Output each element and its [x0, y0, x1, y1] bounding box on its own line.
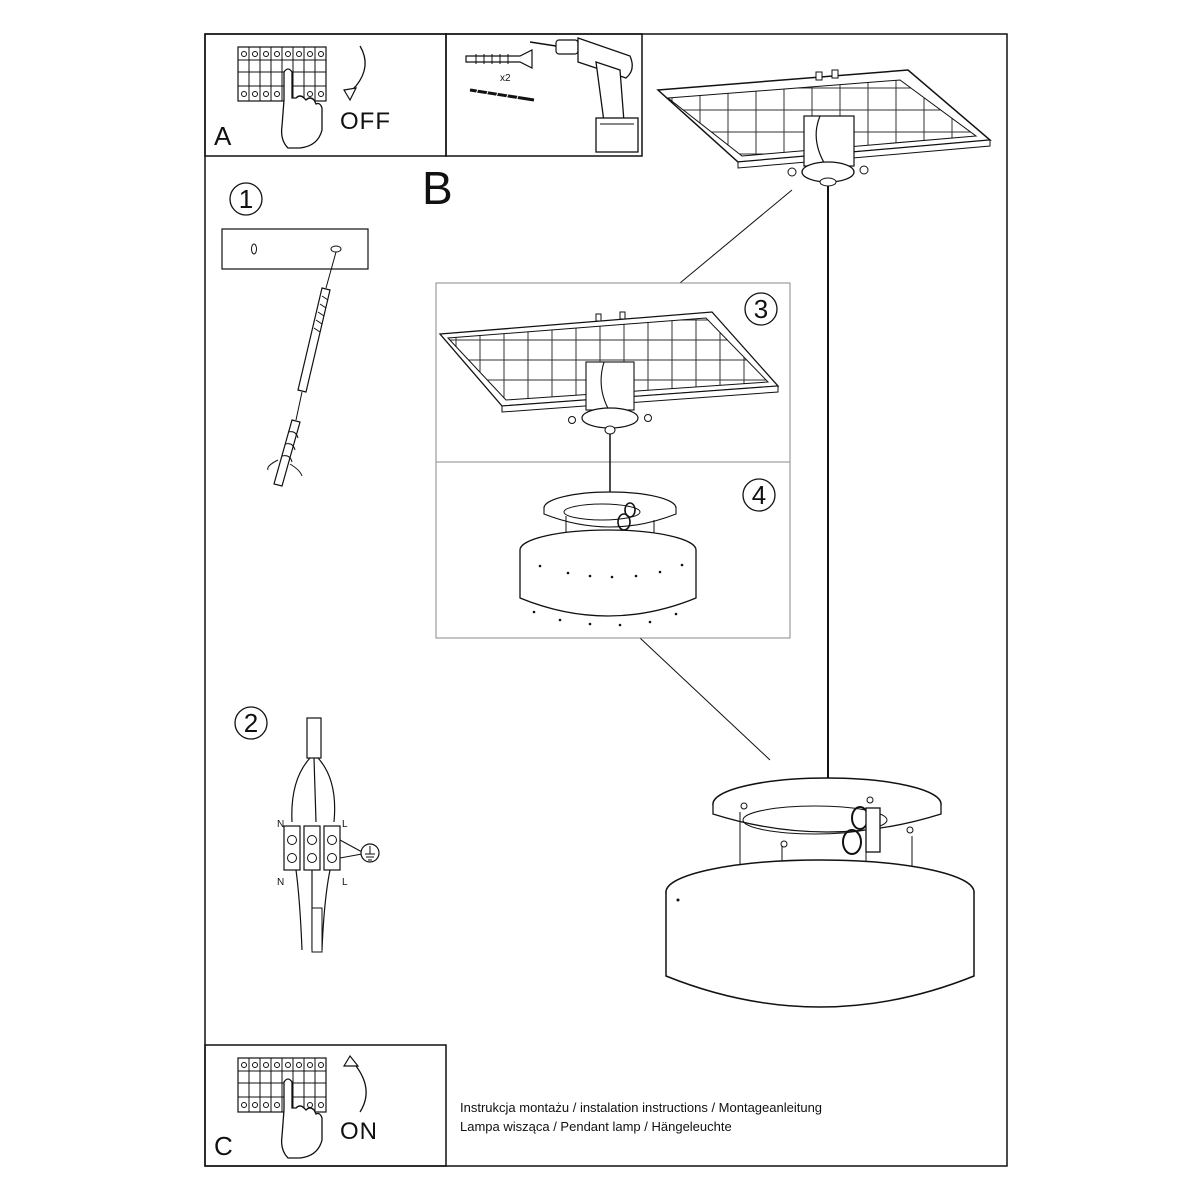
wire-neutral-bottom-label: N [277, 877, 285, 888]
panel-c-letter: C [214, 1131, 233, 1161]
step-1-circle [229, 182, 263, 216]
tools-quantity-label: x2 [500, 73, 511, 84]
panel-a [204, 33, 447, 157]
wire-live-top-label: L [342, 819, 348, 830]
screw-icon [469, 88, 535, 102]
section-b-letter: B [422, 162, 453, 214]
drill-icon [529, 37, 639, 153]
panel-a-letter: A [214, 121, 232, 151]
step-2-circle [234, 706, 268, 740]
callout-line-bottom [639, 637, 771, 761]
detail-inset [435, 282, 791, 639]
step-1-illustration [221, 228, 369, 487]
footer-title-line-1: Instrukcja montażu / instalation instruc… [460, 1100, 823, 1115]
ground-symbol-icon [360, 843, 380, 863]
step-2-illustration [283, 717, 380, 953]
canopy-main [787, 115, 869, 187]
step-1-label: 1 [238, 184, 254, 214]
panel-a-off-label: OFF [340, 108, 391, 135]
panel-c [204, 1044, 447, 1167]
hand-icon [280, 1078, 323, 1159]
lamp-shade-main [665, 777, 975, 1008]
panel-tools [445, 33, 643, 157]
socket-clip-icon [842, 806, 881, 855]
callout-line-top [679, 189, 793, 284]
step-3-circle [744, 292, 778, 326]
step-4-circle [742, 478, 776, 512]
curved-arrow-down-icon [349, 45, 366, 93]
wire-live-bottom-label: L [342, 877, 348, 888]
curved-arrow-up-icon [351, 1061, 367, 1113]
wall-plug-icon [465, 49, 533, 69]
step-2-label: 2 [243, 708, 259, 738]
panel-c-on-label: ON [340, 1118, 378, 1145]
circuit-breaker-icon [237, 1057, 327, 1113]
hand-icon [280, 68, 323, 149]
step-3-label: 3 [753, 294, 769, 324]
circuit-breaker-icon [237, 46, 327, 102]
wire-neutral-top-label: N [277, 819, 285, 830]
footer-title-line-2: Lampa wisząca / Pendant lamp / Hängeleuc… [460, 1119, 732, 1134]
step-4-label: 4 [751, 480, 767, 510]
